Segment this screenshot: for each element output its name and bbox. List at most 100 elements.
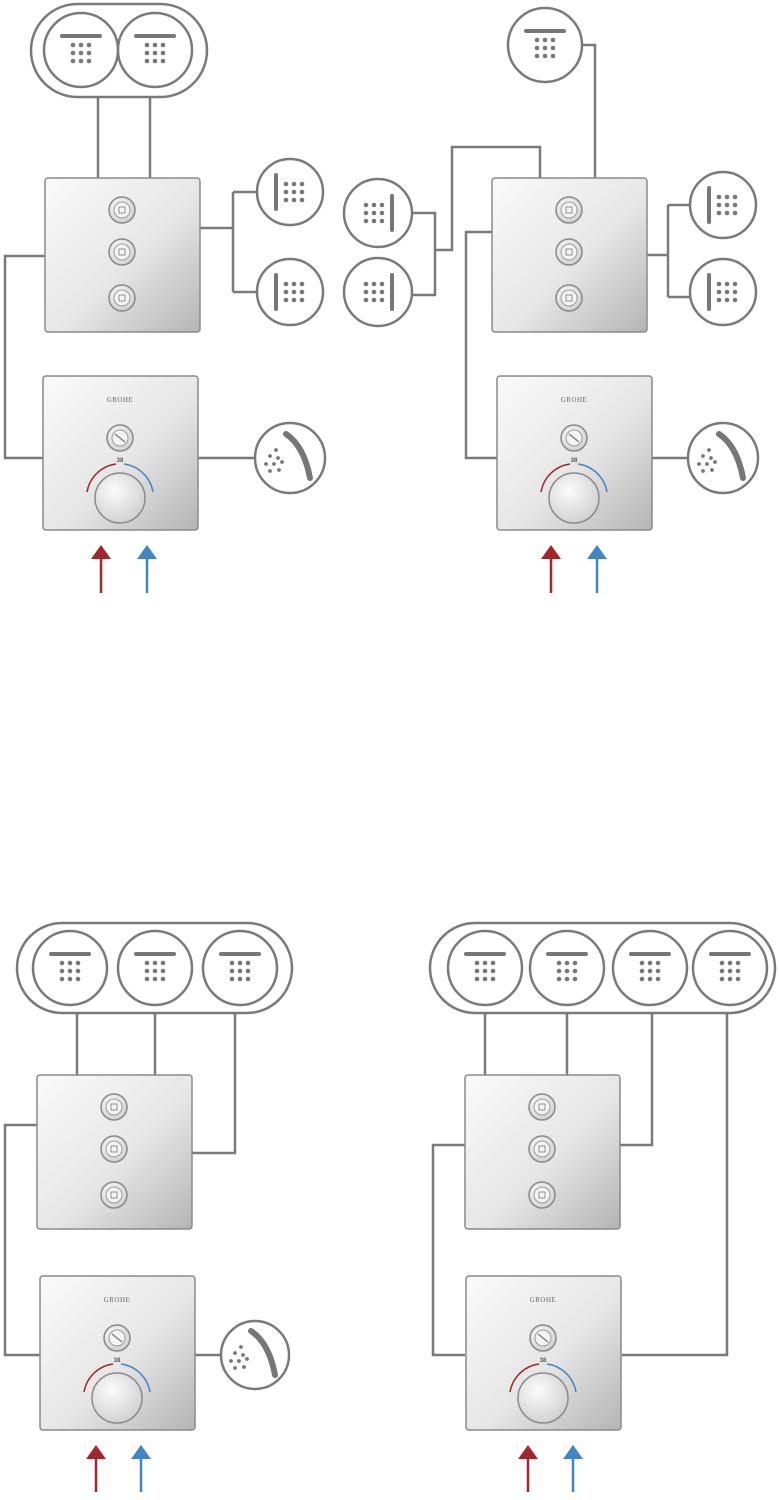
outlet-circle: [342, 256, 414, 328]
spray-dot: [152, 50, 158, 56]
spray-dot: [732, 210, 738, 216]
spray-dot: [724, 194, 730, 200]
spray-dot: [152, 42, 158, 48]
spray-dot: [735, 976, 741, 982]
spray-dot: [70, 58, 76, 64]
spray-dot: [371, 210, 377, 216]
spray-dot: [291, 289, 297, 295]
arrow-head: [91, 545, 111, 559]
spray-dot: [716, 194, 722, 200]
button-face: [560, 243, 578, 261]
outlet-circle: [688, 170, 758, 240]
spray-dot: [59, 960, 65, 966]
spray-dot: [735, 968, 741, 974]
spray-dot: [542, 37, 548, 43]
diverter-button: [100, 1181, 128, 1209]
diverter-button: [555, 284, 583, 312]
brand-logo: GROHE: [107, 396, 134, 404]
spray-dot: [283, 281, 289, 287]
spray-dot: [274, 448, 278, 452]
spray-dot: [75, 976, 81, 982]
hand-shower-icon: [219, 1319, 291, 1391]
spray-dot: [272, 462, 276, 466]
spray-dot: [732, 281, 738, 287]
pipe-line: [3, 1123, 40, 1357]
spray-dot: [482, 968, 488, 974]
outlet-circle: [342, 177, 414, 249]
diverter-panel: [491, 177, 648, 333]
spray-dot: [727, 960, 733, 966]
spray-dot: [67, 976, 73, 982]
panel-plate: [39, 1275, 196, 1431]
diverter-button: [100, 1135, 128, 1163]
outlet-symbol-icon: [565, 206, 573, 214]
spray-dot: [556, 968, 562, 974]
head-shower-icon: [506, 6, 584, 84]
button-face: [105, 1186, 123, 1204]
hot-scale-arc: [509, 1363, 540, 1393]
spray-dot: [78, 42, 84, 48]
head-shower-icon: [691, 929, 769, 1007]
outlet-symbol-icon: [110, 1191, 118, 1199]
spray-dot: [276, 456, 280, 460]
spray-dot: [152, 976, 158, 982]
arrow-head: [563, 1445, 583, 1459]
outlet-circle: [688, 257, 758, 327]
pipe-line: [464, 230, 497, 460]
spray-dot: [245, 1357, 249, 1361]
spray-dot: [556, 960, 562, 966]
spray-dot: [379, 210, 385, 216]
temperature-label: 38: [571, 458, 578, 464]
head-shower-icon: [31, 929, 109, 1007]
spray-dot: [363, 202, 369, 208]
head-shower-icon: [201, 929, 279, 1007]
spray-dot: [716, 281, 722, 287]
spray-dot: [144, 968, 150, 974]
body-jet-icon: [342, 177, 414, 249]
spray-dot: [283, 181, 289, 187]
button-face: [533, 1140, 551, 1158]
spray-dot: [237, 960, 243, 966]
spray-dot: [732, 194, 738, 200]
head-shower-icon: [611, 929, 689, 1007]
spray-dot: [639, 976, 645, 982]
spray-dot: [542, 53, 548, 59]
spray-dot: [705, 462, 709, 466]
outlet-symbol-icon: [110, 1103, 118, 1111]
temperature-knob: [91, 1372, 143, 1424]
spray-dot: [291, 281, 297, 287]
on-off-button: [560, 424, 588, 452]
spray-dot: [75, 968, 81, 974]
spray-dot: [59, 976, 65, 982]
handle: [283, 431, 313, 481]
head-shower-icon: [116, 11, 194, 89]
spray-dot: [724, 202, 730, 208]
brand-logo: GROHE: [530, 1296, 557, 1304]
outlet-symbol-icon: [538, 1103, 546, 1111]
spray-dot: [86, 42, 92, 48]
body-jet-icon: [342, 256, 414, 328]
outlet-circle: [201, 929, 279, 1007]
spray-dot: [160, 58, 166, 64]
spray-dot: [727, 968, 733, 974]
diverter-button: [528, 1093, 556, 1121]
spray-dot: [716, 289, 722, 295]
hot-water-inlet-arrow: [541, 545, 561, 593]
spray-dot: [564, 976, 570, 982]
outlet-symbol-icon: [538, 1191, 546, 1199]
spray-dot: [550, 45, 556, 51]
spray-dot: [245, 968, 251, 974]
handle: [716, 431, 746, 481]
spray-dot: [732, 202, 738, 208]
diverter-panel: [44, 177, 201, 333]
spray-dot: [707, 448, 711, 452]
diverter-button: [528, 1181, 556, 1209]
spray-dot: [550, 53, 556, 59]
spray-dot: [534, 53, 540, 59]
diverter-button: [555, 196, 583, 224]
spray-dot: [534, 37, 540, 43]
spray-dot: [716, 210, 722, 216]
outlet-symbol-icon: [118, 294, 126, 302]
spray-dot: [647, 976, 653, 982]
button-face: [113, 289, 131, 307]
